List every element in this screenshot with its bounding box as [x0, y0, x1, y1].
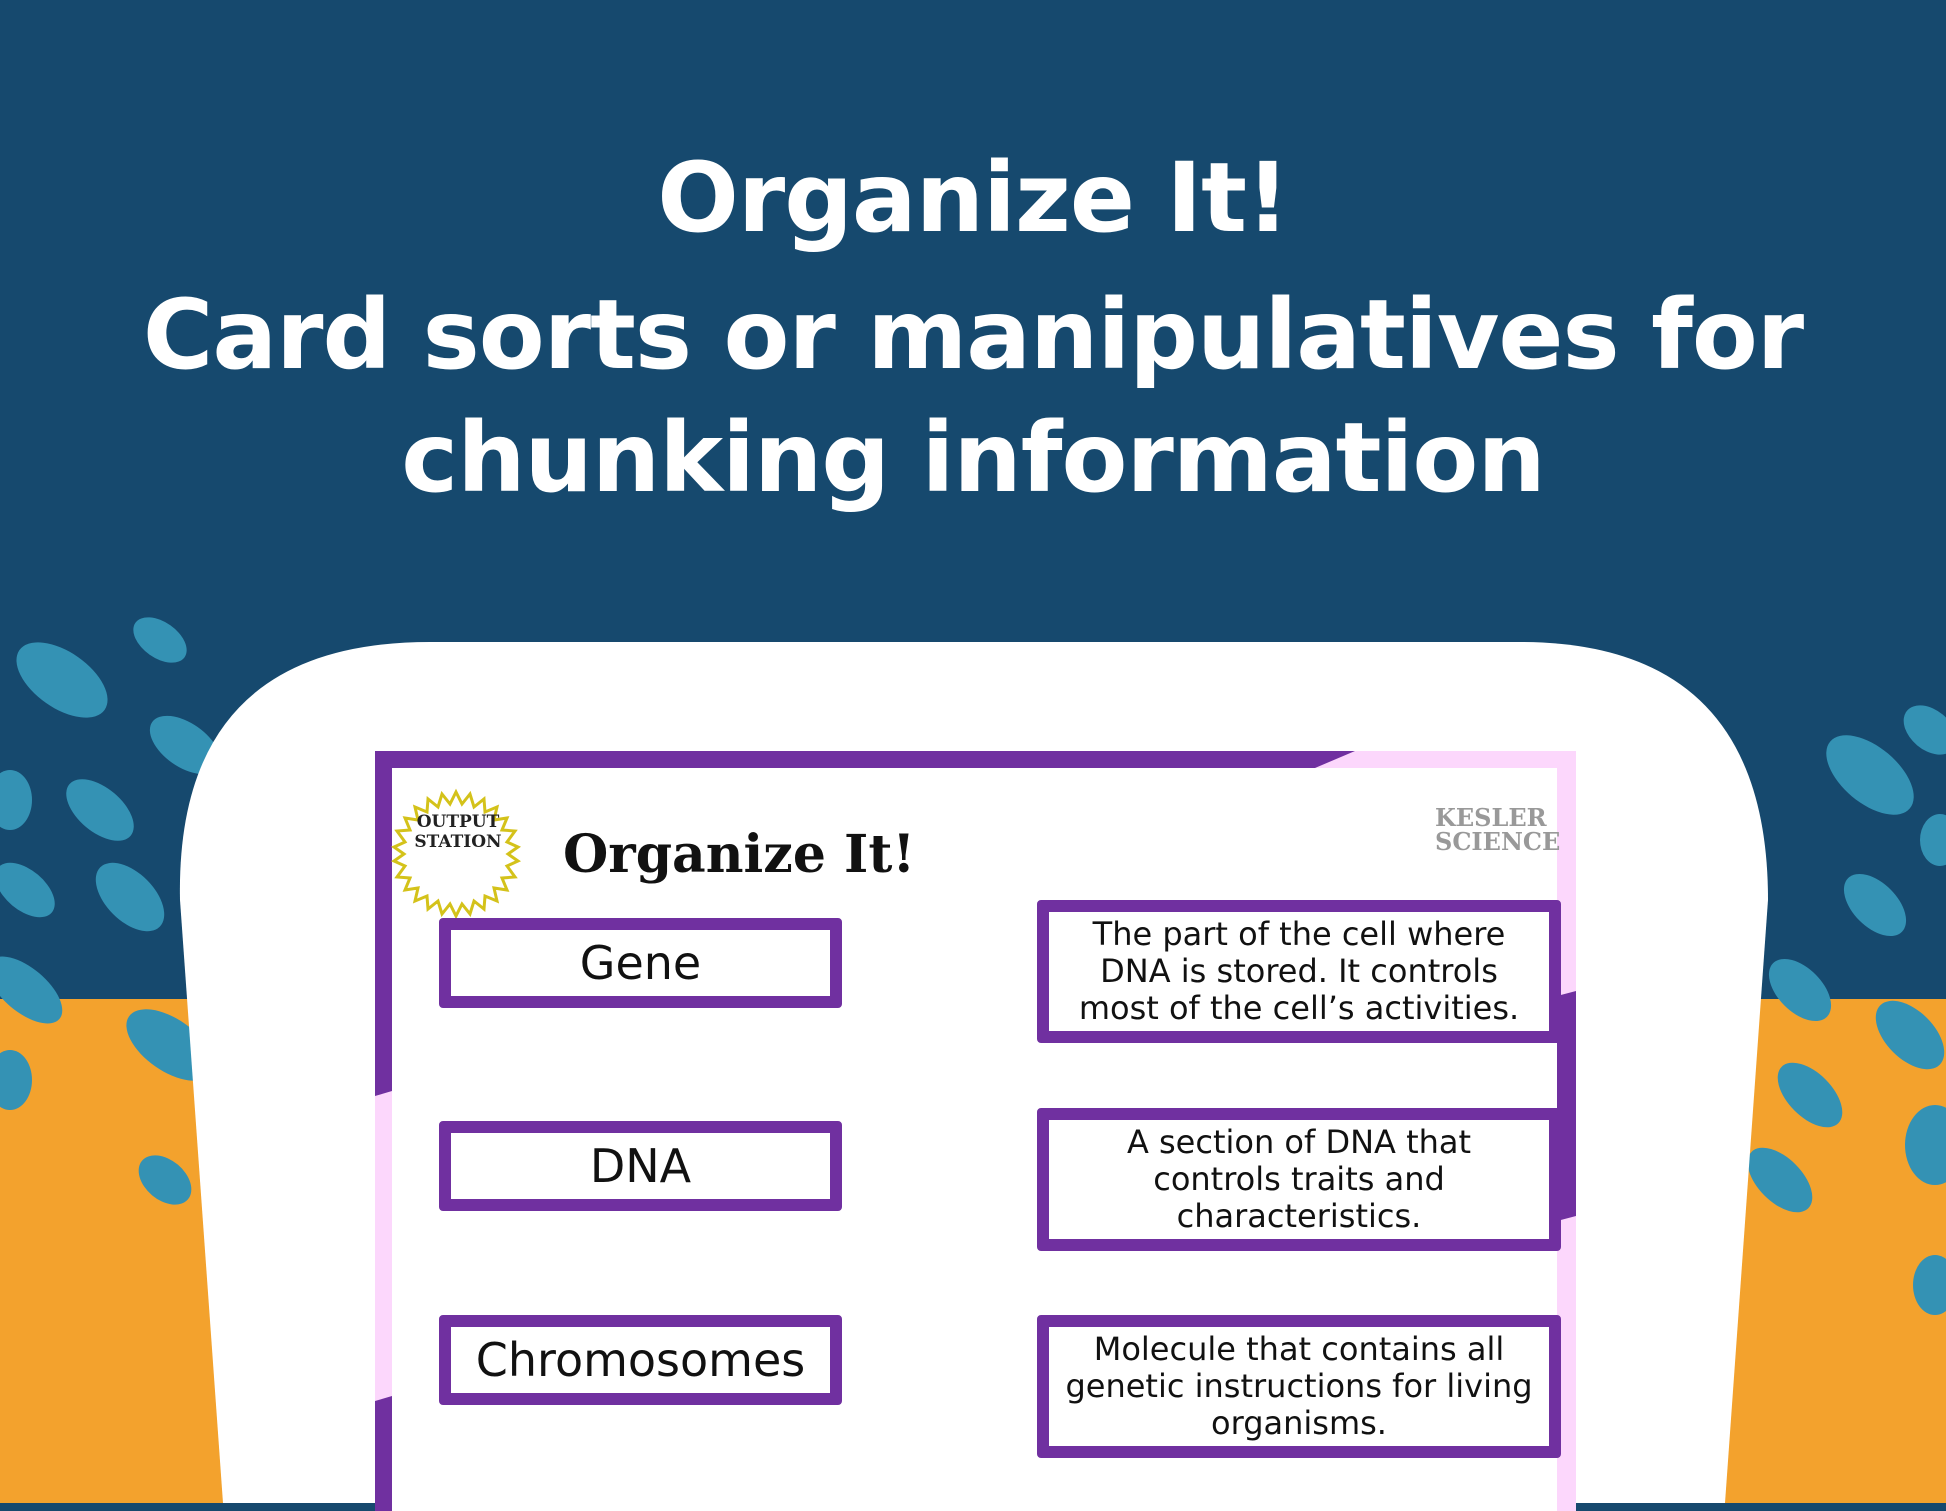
- worksheet-body: OUTPUT STATION Organize It! KESLER SCIEN…: [390, 768, 1561, 1511]
- worksheet-frame: [375, 751, 1576, 1511]
- definition-card[interactable]: A section of DNA that controls traits an…: [1037, 1108, 1561, 1251]
- definition-text: The part of the cell where DNA is stored…: [1078, 915, 1520, 1027]
- term-card[interactable]: DNA: [439, 1121, 842, 1211]
- term-card[interactable]: Chromosomes: [439, 1315, 842, 1405]
- headline-subtitle-line2: chunking information: [401, 402, 1545, 514]
- headline-subtitle-line1: Card sorts or manipulatives for: [142, 279, 1804, 391]
- term-card[interactable]: Gene: [439, 918, 842, 1008]
- definition-text: A section of DNA that controls traits an…: [1126, 1123, 1472, 1235]
- definition-card[interactable]: Molecule that contains all genetic instr…: [1037, 1315, 1561, 1458]
- definition-card[interactable]: The part of the cell where DNA is stored…: [1037, 900, 1561, 1043]
- worksheet-title: Organize It!: [563, 824, 916, 885]
- badge-label: OUTPUT STATION: [414, 812, 502, 852]
- headline-title: Organize It!: [657, 142, 1290, 254]
- term-text: Chromosomes: [475, 1333, 806, 1387]
- output-station-badge-icon: [390, 788, 522, 920]
- term-text: Gene: [579, 936, 702, 990]
- definition-text: Molecule that contains all genetic instr…: [1065, 1330, 1533, 1442]
- worksheet-preview: OUTPUT STATION Organize It! KESLER SCIEN…: [375, 751, 1576, 1511]
- term-text: DNA: [589, 1139, 692, 1193]
- kesler-science-logo: KESLER SCIENCE: [1435, 803, 1561, 856]
